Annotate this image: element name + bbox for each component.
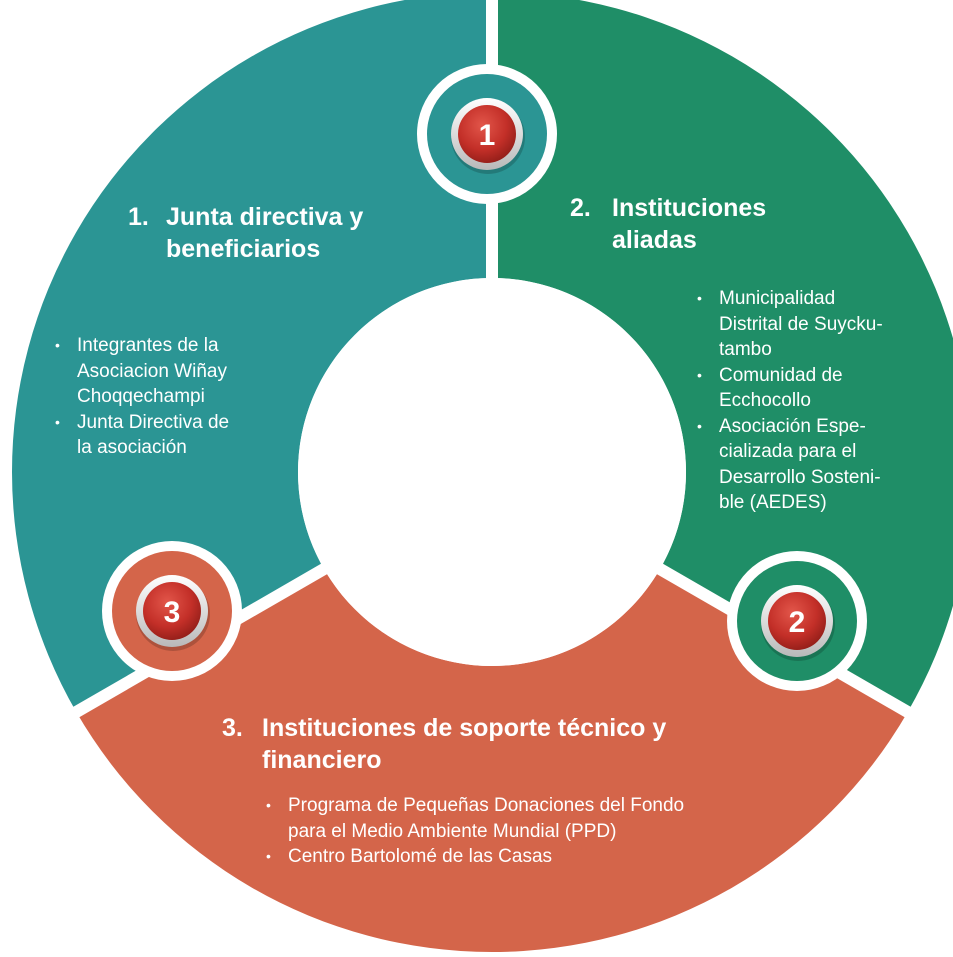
segment-3-list: • Programa de Pequeñas Donaciones del Fo… xyxy=(266,793,684,870)
segment-1-title-line: Junta directiva y xyxy=(166,203,364,231)
center-circle xyxy=(298,278,686,666)
list-item-line: Distrital de Suycku- xyxy=(719,313,883,335)
bullet-icon: • xyxy=(697,417,702,434)
list-item-line: Programa de Pequeñas Donaciones del Fond… xyxy=(288,795,685,816)
list-item-line: Asociacion Wiñay xyxy=(77,360,227,382)
list-item-line: cializada para el xyxy=(719,441,857,462)
segment-2-title-line: aliadas xyxy=(612,226,697,254)
list-item: • Junta Directiva de la asociación xyxy=(55,410,229,461)
segment-3-title-line: financiero xyxy=(262,746,382,774)
segment-2-list: • Municipalidad Distrital de Suycku- tam… xyxy=(697,286,883,516)
bullet-icon: • xyxy=(55,337,60,353)
segment-1-title-line: beneficiarios xyxy=(166,235,321,263)
segment-1-list: • Integrantes de la Asociacion Wiñay Cho… xyxy=(55,333,229,461)
list-item-line: Asociación Espe- xyxy=(719,415,866,437)
list-item: • Comunidad de Ecchocollo xyxy=(697,363,883,414)
segment-1-number: 1. xyxy=(128,203,149,231)
badge-2-number: 2 xyxy=(789,606,806,639)
list-item-line: ble (AEDES) xyxy=(719,492,827,513)
list-item-line: Integrantes de la xyxy=(77,335,219,356)
badge-1-number: 1 xyxy=(479,119,496,152)
segment-3 xyxy=(76,569,908,952)
list-item-line: Choqqechampi xyxy=(77,386,205,407)
badge-3-number: 3 xyxy=(164,596,181,629)
badge-3: 3 xyxy=(102,541,242,681)
segment-2-title-line: Instituciones xyxy=(612,194,767,222)
list-item: • Municipalidad Distrital de Suycku- tam… xyxy=(697,286,883,363)
list-item: • Asociación Espe- cializada para el Des… xyxy=(697,414,883,516)
list-item-line: para el Medio Ambiente Mundial (PPD) xyxy=(288,820,617,842)
bullet-icon: • xyxy=(266,797,271,813)
segment-1 xyxy=(11,0,492,712)
segment-3-number: 3. xyxy=(222,714,243,742)
segment-2 xyxy=(492,0,953,712)
list-item-line: Centro Bartolomé de las Casas xyxy=(288,846,553,867)
segment-3-title-line: Instituciones de soporte técnico y xyxy=(262,714,667,742)
list-item-line: tambo xyxy=(719,339,772,360)
list-item-line: Junta Directiva de xyxy=(77,411,230,433)
bullet-icon: • xyxy=(697,290,702,306)
list-item: • Integrantes de la Asociacion Wiñay Cho… xyxy=(55,333,229,410)
bullet-icon: • xyxy=(55,413,60,430)
badge-1: 1 xyxy=(417,64,557,204)
list-item-line: Ecchocollo xyxy=(719,390,811,411)
bullet-icon: • xyxy=(697,366,702,383)
segment-2-number: 2. xyxy=(570,194,591,222)
list-item-line: la asociación xyxy=(77,437,187,458)
badge-2: 2 xyxy=(727,551,867,691)
list-item: • Programa de Pequeñas Donaciones del Fo… xyxy=(266,793,684,844)
bullet-icon: • xyxy=(266,848,271,864)
list-item: • Centro Bartolomé de las Casas xyxy=(266,844,684,870)
list-item-line: Comunidad de xyxy=(719,364,843,386)
list-item-line: Municipalidad xyxy=(719,288,836,309)
list-item-line: Desarrollo Sosteni- xyxy=(719,466,881,488)
